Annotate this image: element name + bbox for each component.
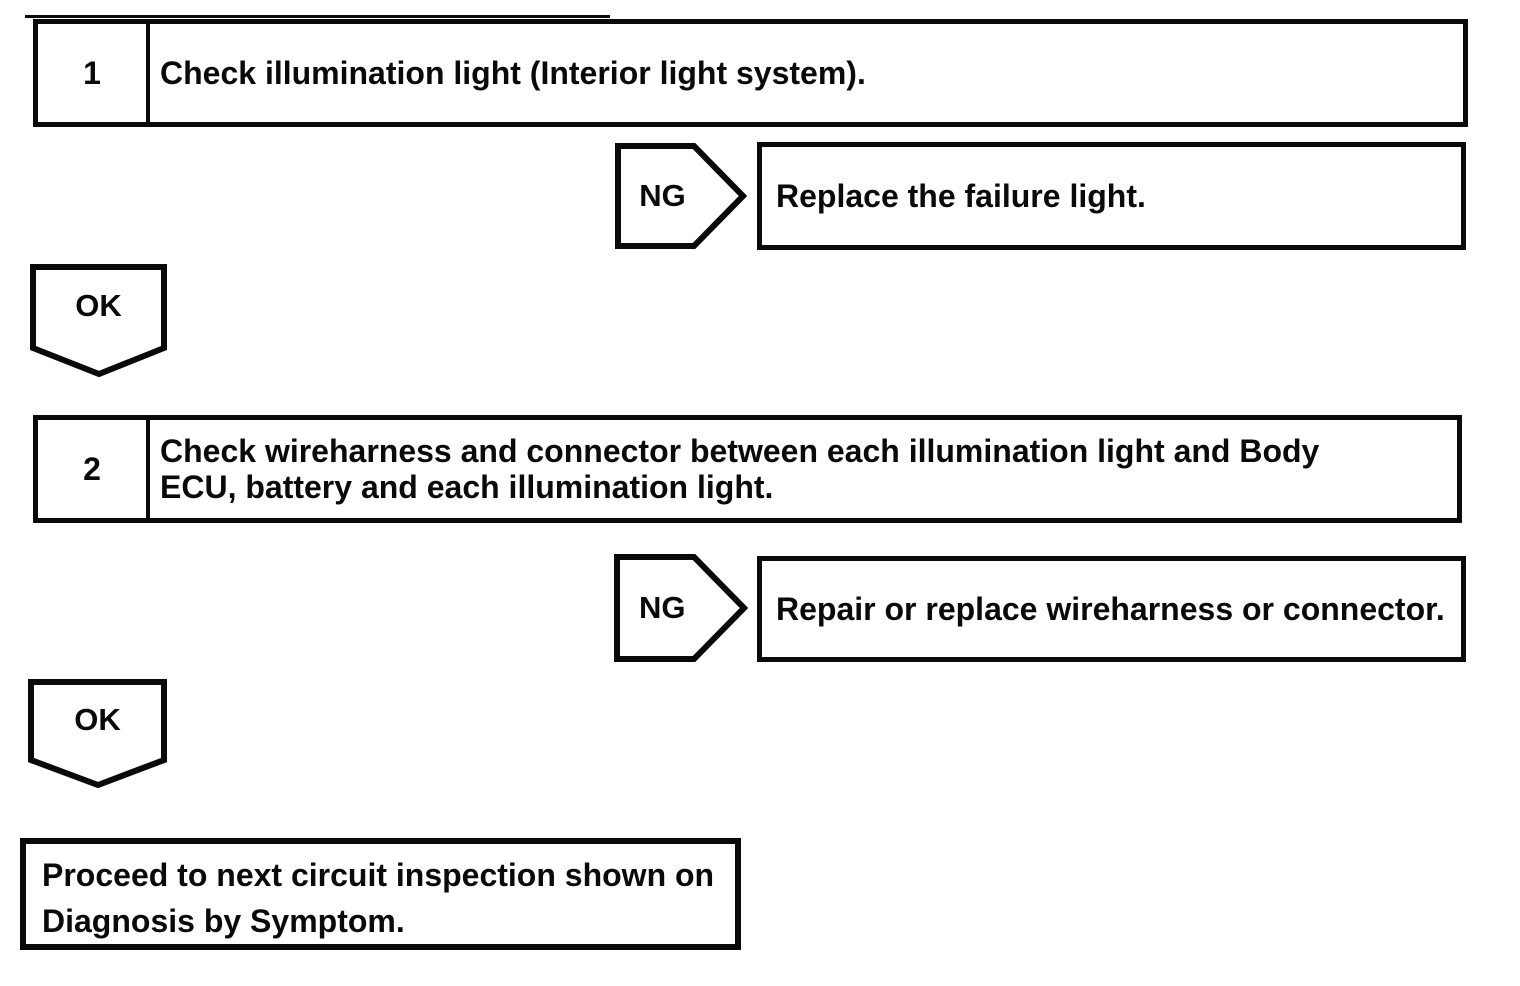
step-2-instruction: Check wireharness and connector between … <box>160 433 1320 505</box>
ok-down-pentagon-icon <box>30 264 167 377</box>
conclusion-line-2: Diagnosis by Symptom. <box>42 903 405 939</box>
step-2-ng-action-text: Repair or replace wireharness or connect… <box>776 590 1445 627</box>
step-1-ok-label: OK <box>75 288 122 324</box>
step-1-number: 1 <box>38 24 150 122</box>
conclusion-line-1: Proceed to next circuit inspection shown… <box>42 857 715 893</box>
scan-artifact-line <box>25 15 610 18</box>
step-1-ng-marker: NG <box>615 143 747 249</box>
step-2-box: 2 Check wireharness and connector betwee… <box>33 415 1462 523</box>
conclusion-box: Proceed to next circuit inspection shown… <box>20 838 741 950</box>
step-1-instruction: Check illumination light (Interior light… <box>160 55 866 91</box>
step-1-ok-marker: OK <box>30 264 167 377</box>
ng-arrow-pentagon-icon <box>614 554 748 662</box>
step-2-ng-action-box: Repair or replace wireharness or connect… <box>757 556 1466 662</box>
step-2-number: 2 <box>38 420 150 518</box>
step-1-ng-label: NG <box>639 178 686 213</box>
step-1-box: 1 Check illumination light (Interior lig… <box>33 19 1468 127</box>
ok-down-pentagon-icon <box>28 679 167 788</box>
step-1-ng-action-box: Replace the failure light. <box>757 142 1466 250</box>
ng-arrow-pentagon-icon <box>615 143 747 249</box>
step-2-ng-label: NG <box>638 590 686 625</box>
step-2-ng-marker: NG <box>614 554 748 662</box>
step-2-ok-label: OK <box>74 701 121 737</box>
step-1-ng-action-text: Replace the failure light. <box>776 177 1146 214</box>
step-2-ok-marker: OK <box>28 679 167 788</box>
